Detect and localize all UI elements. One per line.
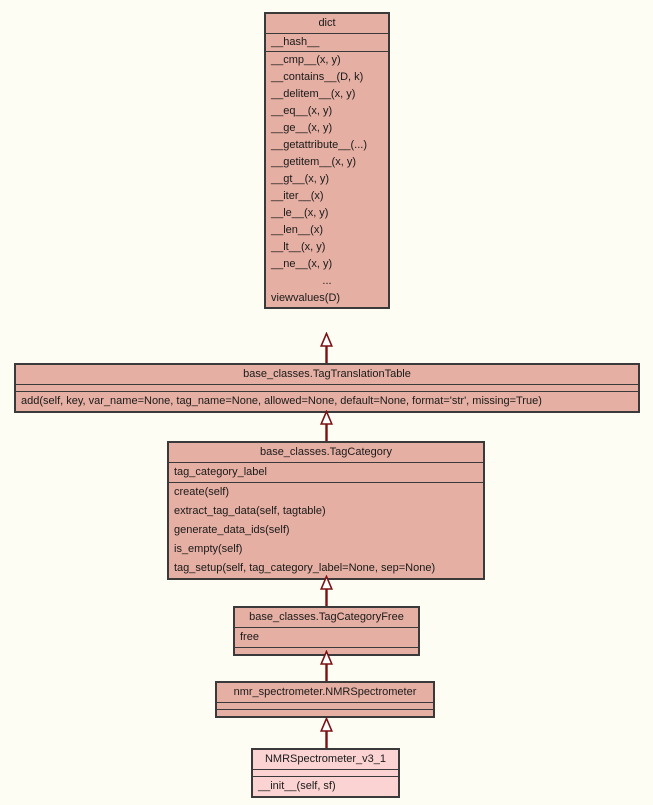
methods-compartment: add(self, key, var_name=None, tag_name=N… [16, 391, 638, 411]
class-title: dict [318, 17, 336, 29]
inheritance-arrow-icon [319, 650, 334, 681]
attributes-compartment [253, 769, 398, 776]
methods-compartment: create(self) extract_tag_data(self, tagta… [169, 482, 483, 578]
methods-compartment: __cmp__(x, y) __contains__(D, k) __delitem… [266, 51, 388, 307]
attributes-compartment: tag_category_label [169, 462, 483, 482]
inheritance-connector [318, 717, 335, 748]
member-row: __lt__(x, y) [271, 241, 326, 253]
class-box-tagtranslationtable[interactable]: base_classes.TagTranslationTable add(sel… [14, 363, 640, 413]
member-row: __getitem__(x, y) [271, 156, 356, 168]
member-row: free [240, 631, 259, 643]
member-row: ... [322, 275, 332, 287]
member-row: __delitem__(x, y) [271, 88, 356, 100]
member-row: __len__(x) [271, 224, 323, 236]
member-row: __init__(self, sf) [258, 780, 336, 792]
member-row: __iter__(x) [271, 190, 324, 202]
member-row: __hash__ [271, 36, 320, 48]
attributes-compartment [16, 384, 638, 391]
methods-compartment [217, 709, 433, 716]
attributes-compartment [217, 702, 433, 709]
member-row: __ge__(x, y) [271, 122, 333, 134]
member-row: __cmp__(x, y) [271, 54, 341, 66]
member-row: is_empty(self) [174, 543, 243, 555]
class-title: NMRSpectrometer_v3_1 [264, 753, 387, 765]
class-title: base_classes.TagTranslationTable [243, 368, 411, 380]
member-row: __le__(x, y) [271, 207, 329, 219]
class-box-dict[interactable]: dict __hash__ __cmp__(x, y) __contains__(… [264, 12, 390, 309]
class-title: base_classes.TagCategory [259, 446, 393, 458]
member-row: extract_tag_data(self, tagtable) [174, 505, 326, 517]
class-box-tagcategoryfree[interactable]: base_classes.TagCategoryFree free [233, 606, 420, 656]
member-row: tag_setup(self, tag_category_label=None,… [174, 562, 436, 574]
member-row: __eq__(x, y) [271, 105, 333, 117]
class-title: base_classes.TagCategoryFree [249, 611, 404, 623]
inheritance-connector [318, 575, 335, 606]
class-box-tagcategory[interactable]: base_classes.TagCategory tag_category_la… [167, 441, 485, 580]
member-row: add(self, key, var_name=None, tag_name=N… [21, 395, 542, 407]
class-box-nmrspectrometer[interactable]: nmr_spectrometer.NMRSpectrometer [215, 681, 435, 718]
attributes-compartment: free [235, 627, 418, 647]
inheritance-connector [318, 332, 335, 363]
inheritance-connector [318, 650, 335, 681]
class-title: nmr_spectrometer.NMRSpectrometer [233, 686, 417, 698]
member-row: create(self) [174, 486, 230, 498]
methods-compartment: __init__(self, sf) [253, 776, 398, 796]
member-row: viewvalues(D) [271, 292, 341, 304]
inheritance-arrow-icon [319, 410, 334, 441]
member-row: __getattribute__(...) [271, 139, 368, 151]
class-box-nmrspectrometer-v3-1[interactable]: NMRSpectrometer_v3_1 __init__(self, sf) [251, 748, 400, 798]
member-row: __ne__(x, y) [271, 258, 333, 270]
member-row: __contains__(D, k) [271, 71, 364, 83]
member-row: generate_data_ids(self) [174, 524, 290, 536]
member-row: tag_category_label [174, 466, 267, 478]
methods-compartment [235, 647, 418, 654]
inheritance-arrow-icon [319, 717, 334, 748]
member-row: __gt__(x, y) [271, 173, 330, 185]
attributes-compartment: __hash__ [266, 33, 388, 51]
inheritance-arrow-icon [319, 575, 334, 606]
inheritance-connector [318, 410, 335, 441]
inheritance-arrow-icon [319, 332, 334, 363]
